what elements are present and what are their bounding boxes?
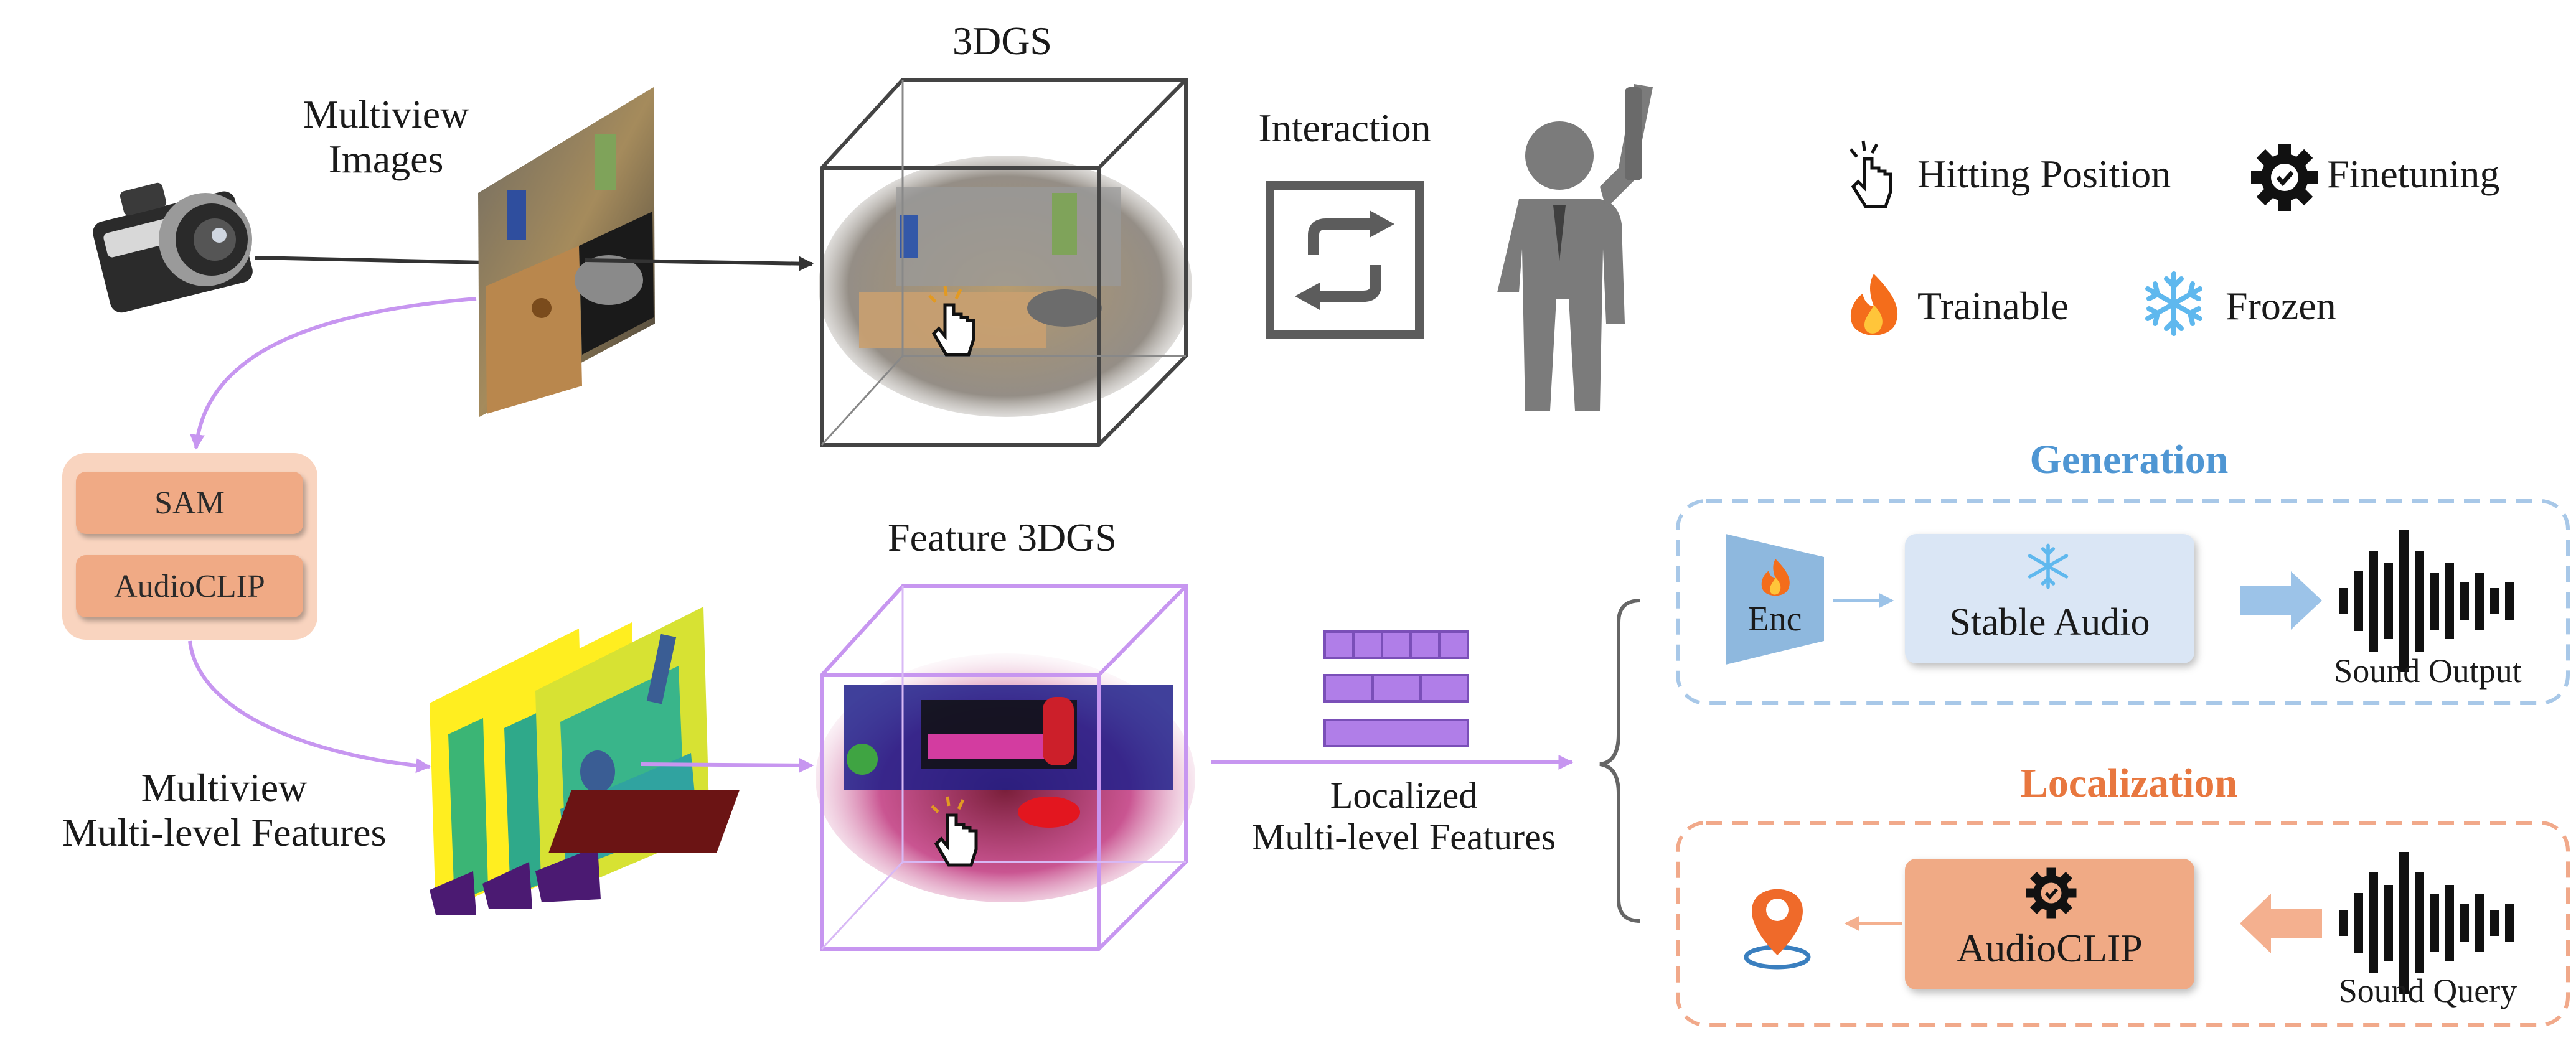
query-input-arrow	[2240, 894, 2322, 953]
stable-audio-label: Stable Audio	[1949, 601, 2150, 643]
feature-pointer-hand-icon	[931, 796, 978, 867]
loc-audioclip-label: AudioCLIP	[1957, 926, 2143, 970]
camera-to-scene-line	[255, 256, 486, 264]
person-icon	[1497, 84, 1653, 411]
legend-trainable: Trainable	[1917, 284, 2069, 328]
loc-gear-check-icon	[2026, 867, 2077, 919]
snowflake-icon	[2145, 271, 2202, 336]
pointer-hand-icon	[928, 286, 975, 357]
audioclip-pill: AudioCLIP	[76, 555, 303, 617]
legend-frozen: Frozen	[2226, 284, 2336, 328]
gear-check-icon	[2251, 144, 2318, 211]
split-brace	[1599, 599, 1641, 923]
query-waveform-icon	[2339, 852, 2514, 994]
localized-features-label: Localized Multi-level Features	[1251, 775, 1556, 858]
legend-finetuning: Finetuning	[2327, 152, 2500, 196]
stable-audio-box	[1905, 534, 2194, 663]
encoder-flame-icon	[1761, 559, 1790, 596]
sam-pill: SAM	[76, 472, 303, 534]
refresh-icon	[1266, 181, 1424, 339]
localization-title: Localization	[2020, 760, 2238, 806]
sound-output-label: Sound Output	[2334, 652, 2522, 690]
3dgs-cube	[819, 78, 1192, 447]
camera-icon	[93, 182, 253, 313]
features-to-feature3dgs-arrow	[641, 757, 814, 773]
encoder-trapezoid	[1726, 534, 1824, 665]
localized-feature-bars	[1323, 630, 1469, 747]
multiview-image	[478, 87, 655, 417]
feature-maps	[430, 607, 710, 915]
generation-output-arrow	[2240, 571, 2322, 630]
image-to-3dgs-arrow	[585, 256, 814, 271]
legend-hitting-icon	[1850, 140, 1892, 208]
loc-audioclip-box	[1905, 859, 2194, 989]
encoder-label: Enc	[1747, 600, 1802, 638]
feature-3dgs-cube	[548, 584, 1195, 951]
multiview-images-label: Multiview Images	[303, 92, 469, 181]
localization-panel	[1676, 821, 2570, 1027]
generation-panel	[1676, 499, 2570, 705]
sound-query-label: Sound Query	[2338, 972, 2517, 1009]
extractor-to-features-arrow	[188, 640, 431, 774]
image-to-extractor-arrow	[190, 297, 477, 450]
interaction-label: Interaction	[1258, 106, 1431, 150]
feature-3dgs-label: Feature 3DGS	[888, 515, 1117, 559]
legend-hitting-position: Hitting Position	[1917, 152, 2171, 196]
flame-icon	[1850, 274, 1898, 335]
multilevel-features-label: Multiview Multi-level Features	[62, 765, 387, 854]
stable-audio-snowflake-icon	[2028, 543, 2069, 589]
location-pin-icon	[1744, 889, 1811, 970]
generation-title: Generation	[2029, 437, 2229, 482]
3dgs-label: 3DGS	[952, 19, 1053, 63]
waveform-icon	[2339, 530, 2514, 672]
